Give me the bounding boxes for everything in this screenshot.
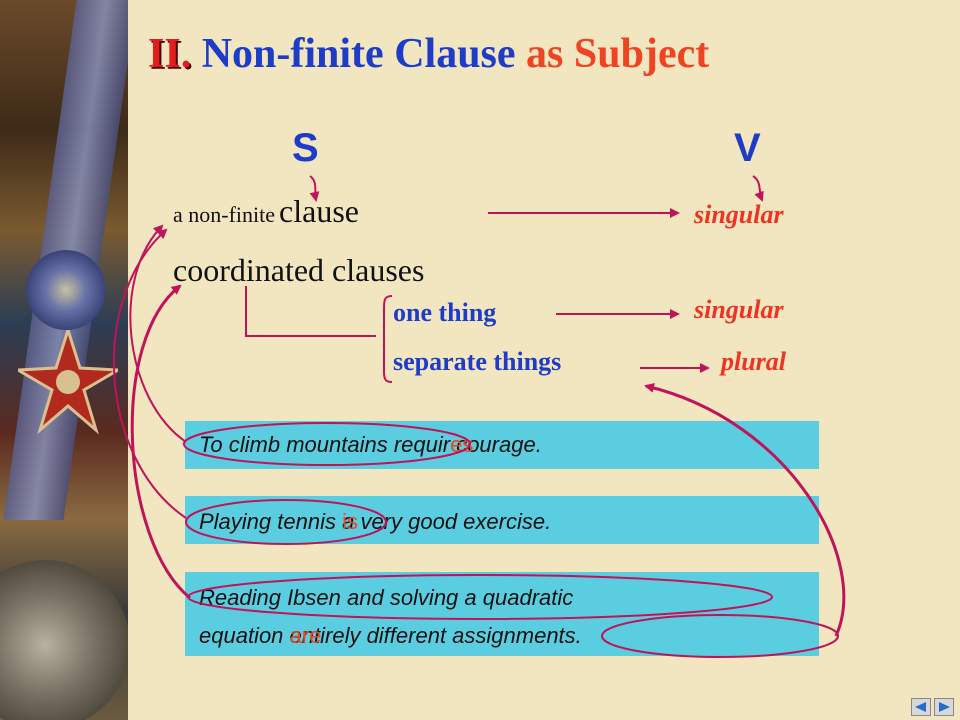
- page-title: II. Non-finite Clause as Subject: [148, 30, 709, 78]
- title-part-1: Non-finite Clause: [201, 31, 516, 77]
- example-2-before: Playing tennis: [199, 509, 343, 534]
- example-3-line-2: equation are entirely different assignme…: [199, 623, 582, 649]
- example-box-2: Playing tennis is a very good exercise.: [185, 496, 819, 544]
- example-2-link-arrow: [112, 228, 187, 519]
- title-part-2: as Subject: [526, 31, 710, 77]
- example-2-subject-oval: [185, 499, 387, 545]
- example-3-before: equation: [199, 623, 290, 648]
- branch-bracket: [383, 295, 393, 383]
- nonfinite-small-text: a non-finite: [173, 202, 276, 227]
- coordinated-clauses-label: coordinated clauses: [173, 252, 425, 288]
- rosette-icon: [26, 250, 106, 330]
- example-1-before: To climb mountains requir: [199, 432, 451, 457]
- next-slide-button[interactable]: [934, 698, 954, 716]
- previous-slide-button[interactable]: [911, 698, 931, 716]
- separate-things-label: separate things: [393, 347, 562, 376]
- verb-are: are: [289, 623, 322, 648]
- coordinated-branch-line: [245, 286, 376, 337]
- title-numeral: II.: [148, 31, 192, 77]
- compass-icon: [0, 560, 128, 720]
- example-3-after: entirely different assignments.: [289, 623, 582, 648]
- singular-label-1: singular: [694, 200, 784, 229]
- example-3-line-1: Reading Ibsen and solving a quadratic: [199, 585, 574, 610]
- subject-header: S: [292, 126, 319, 170]
- example-3-link-arrow: [130, 284, 191, 600]
- verb-down-arrow: [752, 175, 764, 202]
- verb-ending-es: es: [450, 432, 474, 457]
- example-1-link-arrow: [129, 224, 187, 443]
- example-2-sentence: Playing tennis is a very good exercise.: [199, 509, 551, 535]
- subject-down-arrow: [309, 175, 320, 202]
- example-3-subject-oval: [187, 574, 773, 620]
- verb-is: is: [342, 509, 358, 534]
- assignments-to-plural-arrow: [644, 382, 846, 637]
- singular-label-2: singular: [694, 295, 784, 324]
- plural-label: plural: [721, 347, 787, 376]
- decorative-image-strip: [0, 0, 128, 720]
- one-thing-label: one thing: [393, 298, 497, 327]
- verb-header: V: [734, 126, 761, 170]
- medal-cross-icon: [18, 330, 118, 435]
- assignments-oval: [601, 614, 839, 658]
- triangle-right-icon: [939, 702, 950, 712]
- nonfinite-clause-label: a non-finite clause: [173, 193, 359, 230]
- triangle-left-icon: [915, 702, 926, 712]
- example-1-subject-oval: [183, 422, 471, 466]
